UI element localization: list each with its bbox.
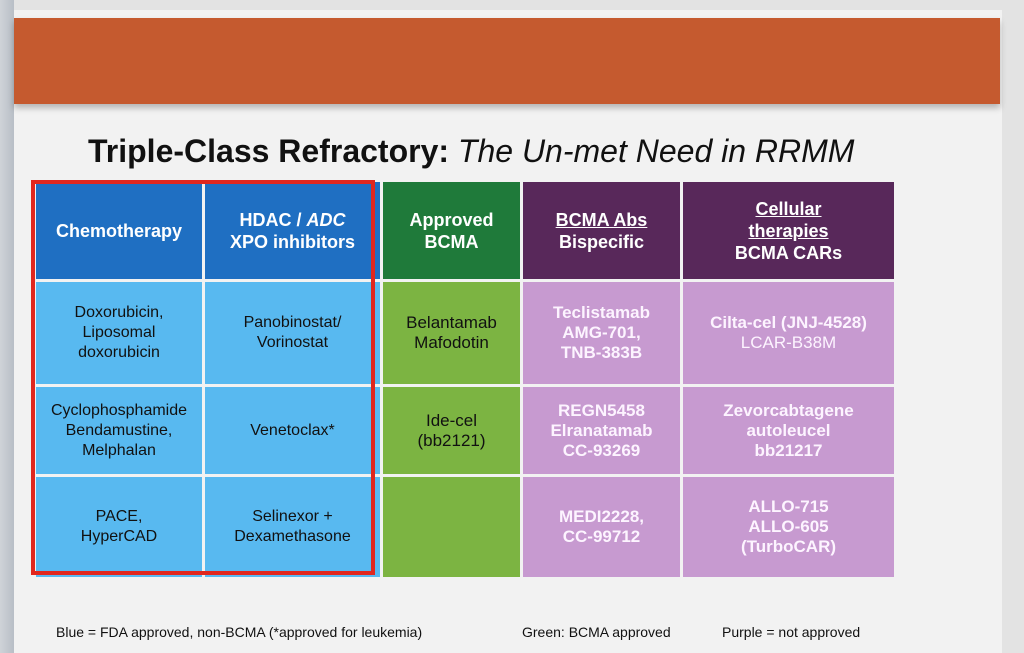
cell-bispecific-row1: Teclistamab AMG-701, TNB-383B bbox=[523, 282, 680, 384]
cell-chemo-row1: Doxorubicin, Liposomal doxorubicin bbox=[36, 282, 202, 384]
cell-hdac-row2: Venetoclax* bbox=[205, 387, 380, 474]
cell-text: autoleucel bbox=[746, 420, 831, 440]
cell-text: ALLO-715 bbox=[748, 497, 829, 516]
cell-bispecific-row2: REGN5458 Elranatamab CC-93269 bbox=[523, 387, 680, 474]
header-hdac-line1a: HDAC / bbox=[239, 209, 302, 230]
header-hdac-line2: XPO inhibitors bbox=[229, 231, 355, 252]
header-approved-line1: Approved bbox=[409, 209, 494, 230]
cell-text: CC-99712 bbox=[562, 527, 641, 546]
cell-text: Melphalan bbox=[82, 441, 156, 459]
cell-text: Belantamab bbox=[406, 313, 497, 332]
header-hdac: HDAC / ADC XPO inhibitors bbox=[205, 182, 380, 279]
cell-text: LCAR-B38M bbox=[740, 333, 837, 352]
cell-text: (bb2121) bbox=[417, 430, 486, 450]
header-cellular-line2: therapies bbox=[748, 220, 829, 241]
header-chemotherapy: Chemotherapy bbox=[36, 182, 202, 279]
header-approved-line2: BCMA bbox=[424, 231, 479, 252]
cell-approved-row1: Belantamab Mafodotin bbox=[383, 282, 520, 384]
header-bcma-abs-line2: Bispecific bbox=[558, 231, 645, 252]
header-bcma-abs-line1: BCMA Abs bbox=[555, 209, 648, 230]
title-italic: The Un-met Need in RRMM bbox=[457, 133, 855, 169]
cell-text: HyperCAD bbox=[80, 528, 158, 545]
header-chemotherapy-label: Chemotherapy bbox=[55, 220, 183, 241]
cell-text: Venetoclax* bbox=[250, 421, 335, 439]
header-hdac-line1b: ADC bbox=[306, 209, 346, 230]
cell-text: REGN5458 bbox=[558, 400, 645, 420]
header-cellular-line1: Cellular bbox=[755, 198, 822, 219]
legend-purple: Purple = not approved bbox=[722, 624, 861, 640]
cell-text: Selinexor + bbox=[252, 508, 333, 525]
cell-text: Ide-cel bbox=[425, 410, 478, 430]
cell-cellular-row1: Cilta-cel (JNJ-4528) LCAR-B38M bbox=[683, 282, 894, 384]
cell-text: AMG-701, bbox=[562, 323, 641, 342]
cell-bispecific-row3: MEDI2228, CC-99712 bbox=[523, 477, 680, 577]
header-cellular: Cellular therapies BCMA CARs bbox=[683, 182, 894, 279]
cell-text: (TurboCAR) bbox=[740, 537, 837, 556]
cell-approved-row3 bbox=[383, 477, 520, 577]
cell-text: Zevorcabtagene bbox=[723, 400, 854, 420]
cell-text: Liposomal bbox=[82, 324, 156, 341]
cell-text: Mafodotin bbox=[414, 333, 489, 352]
cell-text: Teclistamab bbox=[552, 303, 650, 322]
slide-banner bbox=[14, 18, 1000, 104]
legend-green: Green: BCMA approved bbox=[522, 624, 671, 640]
title-bold: Triple-Class Refractory: bbox=[88, 133, 450, 169]
slide-title: Triple-Class Refractory: The Un-met Need… bbox=[88, 133, 908, 170]
cell-text: Doxorubicin, bbox=[74, 304, 164, 321]
cell-text: MEDI2228, bbox=[558, 507, 645, 526]
cell-text: PACE, bbox=[95, 508, 143, 525]
slide-left-edge bbox=[0, 0, 14, 653]
cell-text: doxorubicin bbox=[78, 344, 160, 361]
header-approved-bcma: Approved BCMA bbox=[383, 182, 520, 279]
cell-cellular-row3: ALLO-715 ALLO-605 (TurboCAR) bbox=[683, 477, 894, 577]
cell-text: bb21217 bbox=[754, 440, 823, 460]
cell-hdac-row3: Selinexor + Dexamethasone bbox=[205, 477, 380, 577]
cell-text: Vorinostat bbox=[256, 334, 329, 351]
cell-text: TNB-383B bbox=[560, 343, 643, 362]
cell-text: Cilta-cel (JNJ-4528) bbox=[710, 313, 867, 332]
cell-chemo-row3: PACE, HyperCAD bbox=[36, 477, 202, 577]
therapy-table: Chemotherapy HDAC / ADC XPO inhibitors A… bbox=[36, 182, 894, 577]
cell-cellular-row2: Zevorcabtagene autoleucel bb21217 bbox=[683, 387, 894, 474]
legend-blue: Blue = FDA approved, non-BCMA (*approved… bbox=[56, 624, 423, 640]
cell-text: Cyclophosphamide bbox=[50, 401, 188, 419]
cell-text: CC-93269 bbox=[562, 440, 641, 460]
cell-text: Dexamethasone bbox=[234, 528, 351, 545]
header-bcma-abs: BCMA Abs Bispecific bbox=[523, 182, 680, 279]
cell-chemo-row2: Cyclophosphamide Bendamustine, Melphalan bbox=[36, 387, 202, 474]
header-cellular-line3: BCMA CARs bbox=[734, 242, 843, 263]
cell-hdac-row1: Panobinostat/ Vorinostat bbox=[205, 282, 380, 384]
cell-text: ALLO-605 bbox=[748, 517, 829, 536]
cell-text: Elranatamab bbox=[550, 420, 653, 440]
cell-approved-row2: Ide-cel (bb2121) bbox=[383, 387, 520, 474]
cell-text: Bendamustine, bbox=[65, 421, 173, 439]
cell-text: Panobinostat/ bbox=[243, 314, 342, 331]
